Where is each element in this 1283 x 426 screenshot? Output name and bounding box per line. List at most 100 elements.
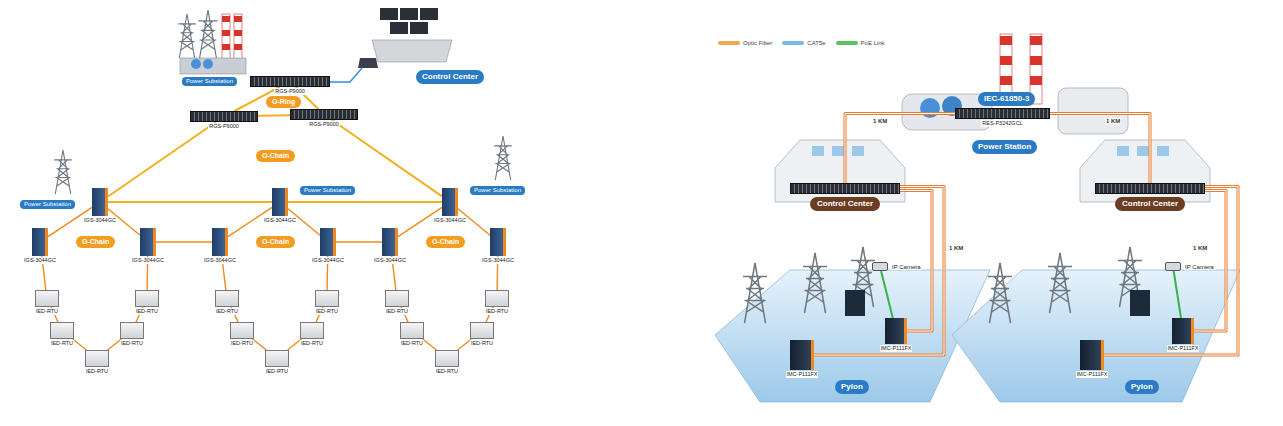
- device-label: IED-RTU: [85, 368, 109, 375]
- tag-text: Power Substation: [24, 201, 71, 207]
- connector: [1050, 114, 1150, 184]
- chain-link: [253, 339, 267, 350]
- switch-body: [190, 111, 258, 122]
- chimney-bands: [1000, 36, 1042, 85]
- topology-tag: O-Chain: [256, 150, 295, 162]
- legend-text: Optic Fiber: [743, 40, 772, 46]
- rtu-body: [85, 350, 109, 367]
- device-label: IMC-P111FX: [786, 371, 819, 378]
- rtu-body: [35, 290, 59, 307]
- power-plant: [178, 10, 246, 74]
- ied-rtu-box: IED-RTU: [470, 322, 494, 347]
- fiber-core: [1104, 187, 1238, 356]
- fiber-core: [900, 191, 932, 332]
- building: [1080, 140, 1210, 202]
- switch-icon: [1130, 290, 1150, 316]
- pylon-switch: IMC-P111FX: [786, 340, 819, 378]
- cat5e-cable: [330, 68, 362, 82]
- ring-link: [108, 201, 272, 203]
- tag-text: Control Center: [422, 72, 478, 81]
- distance-label: 1 KM: [872, 118, 888, 124]
- monitor: [390, 22, 408, 34]
- device-label: IMC-P111FX: [1076, 371, 1109, 378]
- fiber-link: [845, 114, 955, 184]
- device-label: IED-RTU: [300, 340, 324, 347]
- pylon-switch: IMC-P111FX: [1167, 318, 1200, 352]
- monitor: [380, 8, 398, 20]
- connector: [423, 339, 437, 350]
- tag-text: Power Substation: [186, 78, 233, 84]
- ied-rtu-box: IED-RTU: [265, 350, 289, 375]
- power-station: [902, 34, 1128, 134]
- pylon-icon: [743, 263, 767, 323]
- building: [775, 140, 905, 202]
- fiber-link: [1104, 187, 1238, 356]
- camera-body: [872, 262, 888, 271]
- substation-building: [180, 58, 246, 74]
- rtu-body: [230, 322, 254, 339]
- rtu-body: [400, 322, 424, 339]
- pylon-sites: [715, 247, 1240, 402]
- connector: [1104, 187, 1238, 356]
- rtu-body: [215, 290, 239, 307]
- legend-item: PoE Link: [836, 40, 885, 46]
- switch-body: [272, 188, 288, 216]
- control-building: [775, 140, 1210, 202]
- switch-body: [212, 228, 228, 256]
- fiber-core: [845, 114, 955, 184]
- control-center-switch: Control Center: [790, 183, 900, 211]
- poe-link: [1174, 271, 1181, 318]
- device-label: IGS-3044GC: [433, 217, 467, 224]
- device-label: IED-RTU: [120, 340, 144, 347]
- pylon-icon: [54, 150, 72, 194]
- tag-text: O-Chain: [262, 152, 289, 159]
- rtu-body: [485, 290, 509, 307]
- tag-text: Power Substation: [474, 187, 521, 193]
- ied-rtu-box: IED-RTU: [385, 290, 409, 315]
- device-label: IED-RTU: [265, 368, 289, 375]
- site-tag: Power Substation: [182, 77, 237, 86]
- site-tag: Pylon: [1125, 380, 1159, 394]
- din-switch: IGS-3044GC: [433, 188, 467, 224]
- windows: [812, 146, 864, 156]
- rack-switch: RES-P3242GCL: [955, 108, 1050, 127]
- ied-rtu-box: IED-RTU: [315, 290, 339, 315]
- device-label: IP Camera: [891, 264, 922, 270]
- din-switch: IGS-3044GC: [83, 188, 117, 224]
- ied-rtu-box: IED-RTU: [300, 322, 324, 347]
- legend: Optic FiberCAT5ePoE Link: [718, 40, 885, 46]
- chimney-bands: [222, 16, 242, 50]
- fiber-core: [1050, 114, 1150, 184]
- ied-rtu-box: IED-RTU: [215, 290, 239, 315]
- ied-rtu-box: IED-RTU: [485, 290, 509, 315]
- site-tag: Power Station: [972, 140, 1037, 154]
- device-label: IMC-P111FX: [1167, 345, 1200, 352]
- tag-text: Power Substation: [304, 187, 351, 193]
- pylon-icon: [494, 136, 512, 180]
- switch-body: [92, 188, 108, 216]
- site-tag: Pylon: [835, 380, 869, 394]
- chain-link: [336, 241, 382, 242]
- device-label: IP Camera: [1184, 264, 1215, 270]
- ied-rtu-box: IED-RTU: [120, 322, 144, 347]
- site-tag: Power Substation: [20, 200, 75, 209]
- switch-body: [490, 228, 506, 256]
- connector: [336, 242, 382, 243]
- site-tag: IEC-61850-3: [978, 92, 1035, 106]
- device-label: RGS-P9000: [308, 121, 340, 128]
- laptop: [358, 58, 378, 68]
- ied-rtu-box: IED-RTU: [230, 322, 254, 347]
- device-label: RGS-P9000: [208, 123, 240, 130]
- topology-tag: O-Chain: [256, 236, 295, 248]
- connector: [900, 191, 932, 332]
- device-label: IGS-3044GC: [481, 257, 515, 264]
- connector: [845, 114, 955, 184]
- device-label: IGS-3044GC: [83, 217, 117, 224]
- connector: [288, 202, 442, 203]
- site-tag: Power Substation: [300, 186, 355, 195]
- desk: [372, 40, 452, 62]
- topology-tag: O-Chain: [426, 236, 465, 248]
- connector: [1194, 191, 1226, 332]
- device-label: IED-RTU: [135, 308, 159, 315]
